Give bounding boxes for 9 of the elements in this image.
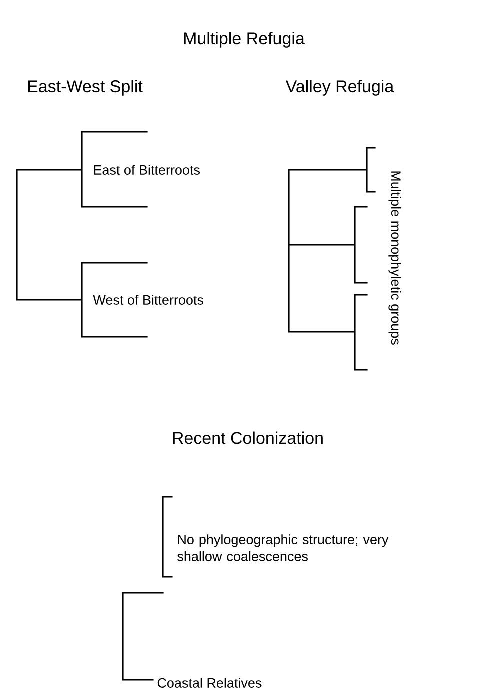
section-heading: Recent Colonization	[173, 432, 323, 444]
section-heading: East-West Split	[28, 80, 143, 96]
clade-label: Multiple monophyletic groups	[388, 172, 402, 345]
clade-label: No phylogeographic structure; very shallow coalescences	[178, 534, 389, 562]
section-heading: Valley Refugia	[286, 80, 394, 96]
clade-label: East of Bitterroots	[94, 165, 200, 175]
diagram-title: Multiple Refugia	[184, 32, 305, 48]
clade-label: Coastal Relatives	[158, 678, 262, 688]
clade-label: West of Bitterroots	[93, 295, 204, 305]
